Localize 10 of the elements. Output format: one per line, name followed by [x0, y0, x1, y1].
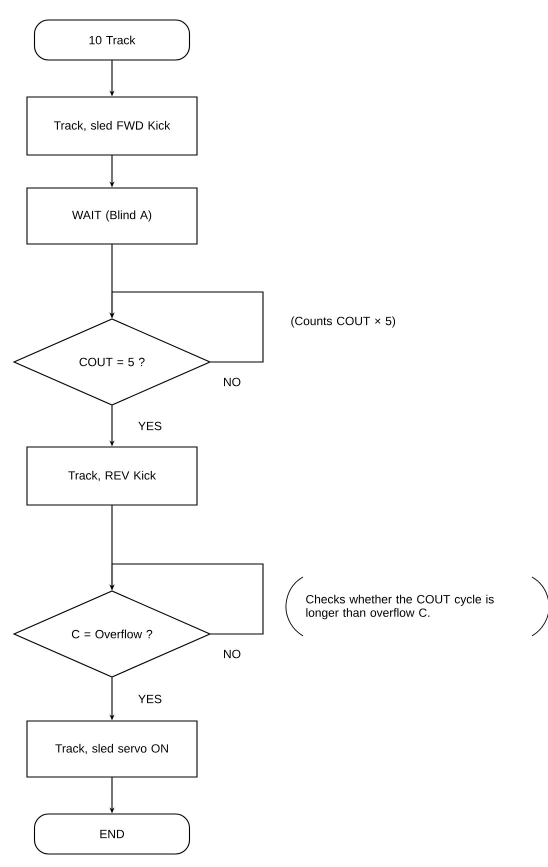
- edge-label: NO: [224, 378, 240, 386]
- edge-label: YES: [138, 422, 162, 430]
- process-box: WAIT (Blind A): [26, 187, 198, 245]
- edge-label: NO: [224, 650, 240, 658]
- note-text: Checks whether the COUT cycle is longer than overflow C.: [306, 594, 494, 620]
- note-text: (Counts COUT × 5): [291, 316, 396, 328]
- process-box: Track, REV Kick: [26, 446, 198, 506]
- edge-label: YES: [138, 694, 162, 704]
- process-box: Track, sled servo ON: [26, 720, 198, 778]
- process-box: Track, sled FWD Kick: [26, 96, 198, 156]
